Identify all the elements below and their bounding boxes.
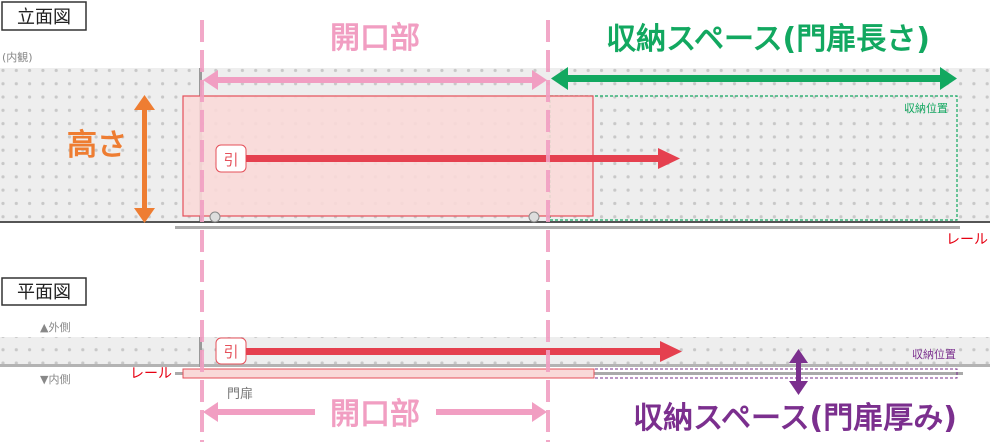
elevation-title-box — [1, 1, 87, 31]
height-arrow-head — [134, 95, 155, 110]
gate-plan — [182, 368, 595, 379]
pull-arrow-shaft-plan — [246, 348, 662, 355]
opening-arrow-head — [532, 70, 547, 90]
plan-view: 平面図 ▲外側 ▼内側 収納位置 引 レール 門扉 開口部 収納スペース(門扉厚… — [0, 277, 990, 436]
elevation-view: 立面図 (内観) 収納位置 引 高さ 開口部 収納スペース(門扉長さ) レール — [0, 1, 990, 248]
height-label: 高さ — [67, 128, 127, 163]
plan-title-box — [1, 277, 87, 306]
storage-thickness-label: 収納スペース(門扉厚み) — [633, 401, 957, 436]
outside-label: ▲外側 — [40, 321, 70, 334]
ground-line — [0, 221, 990, 223]
opening-label: 開口部 — [330, 21, 420, 56]
height-arrow-head — [134, 208, 155, 223]
storage-length-label: 収納スペース(門扉長さ) — [606, 22, 930, 57]
opening-label-plan: 開口部 — [330, 397, 420, 432]
storage-arrow-shaft — [565, 75, 943, 82]
view-note: (内観) — [2, 50, 33, 64]
inside-label: ▼内側 — [40, 372, 70, 386]
wheel — [209, 211, 221, 223]
opening-arrow-shaft-plan — [215, 409, 315, 415]
storage-position-label-plan: 収納位置 — [912, 347, 956, 361]
opening-arrow-shaft — [215, 77, 535, 83]
storage-position-label: 収納位置 — [904, 101, 948, 115]
storage-arrow-head — [551, 67, 568, 90]
opening-arrow-head-plan — [532, 402, 547, 422]
plan-title: 平面図 — [17, 282, 71, 303]
opening-arrow-head-plan — [203, 402, 218, 422]
pull-arrow-shaft — [246, 155, 660, 162]
wheel — [528, 211, 540, 223]
pull-label: 引 — [223, 151, 238, 169]
pull-arrow-head-plan — [660, 341, 682, 362]
thickness-arrow-head — [789, 381, 808, 395]
thickness-arrow-head — [789, 349, 808, 363]
wall-plan-edge — [0, 364, 990, 367]
height-arrow-shaft — [142, 108, 147, 210]
rail-label: レール — [946, 232, 988, 248]
thickness-arrow-shaft — [796, 360, 801, 384]
pull-label-plan: 引 — [223, 343, 238, 361]
pull-arrow-head — [658, 148, 680, 169]
opening-arrow-head — [203, 70, 218, 90]
elevation-title: 立面図 — [17, 7, 71, 28]
rail-label-plan: レール — [130, 366, 172, 382]
opening-arrow-shaft-plan — [436, 409, 536, 415]
gate-label: 門扉 — [227, 386, 253, 402]
storage-arrow-head — [940, 67, 957, 90]
rail — [175, 226, 960, 229]
